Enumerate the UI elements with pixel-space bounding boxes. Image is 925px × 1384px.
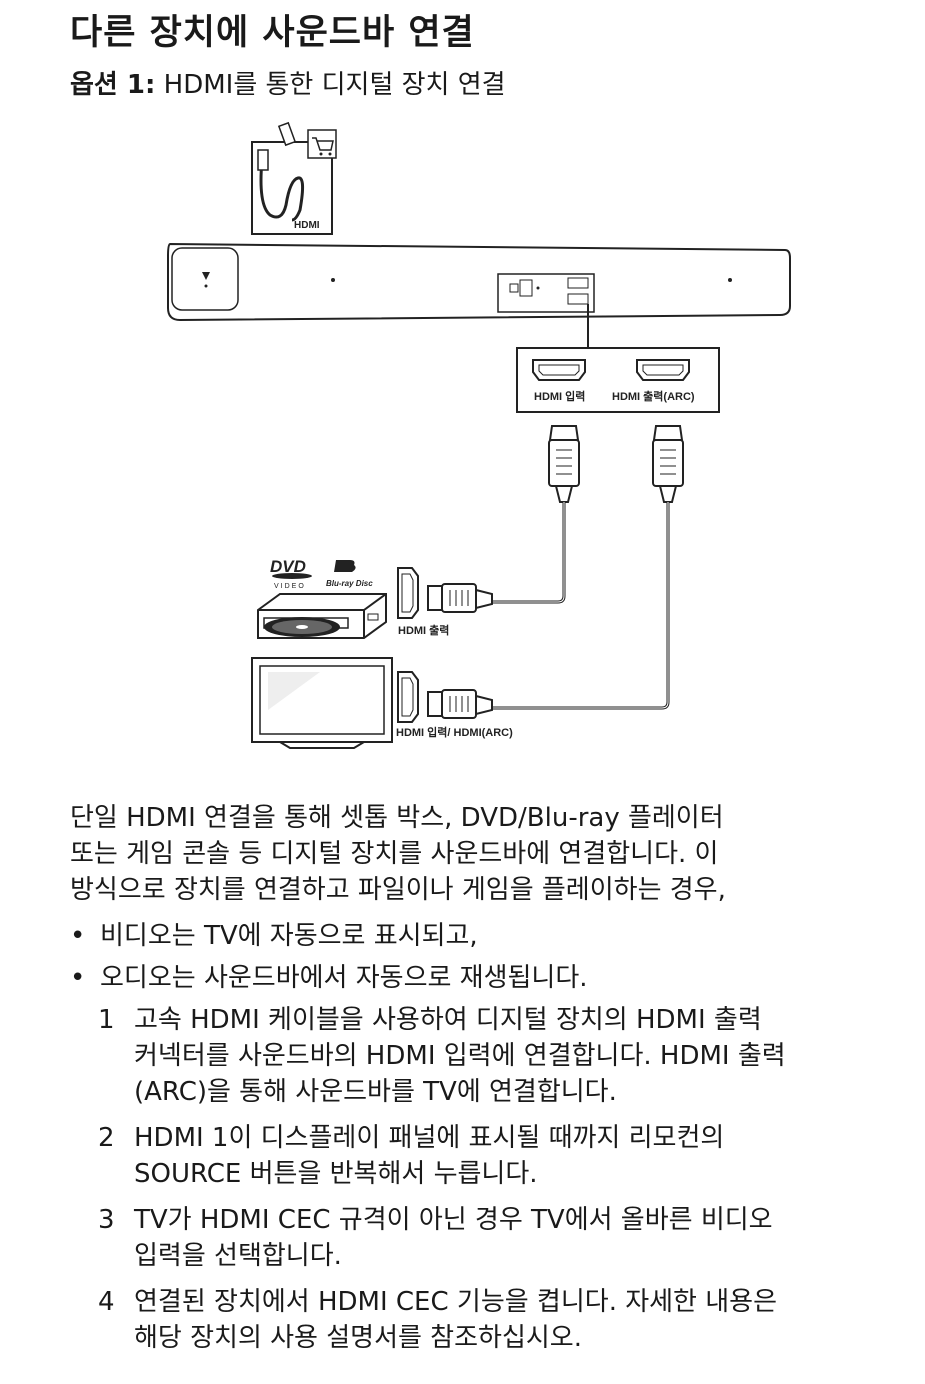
port-callout: HDMI 입력 HDMI 출력(ARC) [516,347,720,413]
tv-port-label: HDMI 입력/ HDMI(ARC) [396,726,513,739]
hdmi-plug-in [548,425,580,503]
intro-line: 방식으로 장치를 연결하고 파일이나 게임을 플레이하는 경우, [70,875,726,905]
hdmi-plug-player [427,583,493,613]
dvd-logo-sub: VIDEO [274,583,306,590]
option-label: 옵션 1: [70,70,156,100]
step-line: TV가 HDMI CEC 규격이 아닌 경우 TV에서 올바른 비디오 [134,1205,773,1235]
option-text: HDMI를 통한 디지털 장치 연결 [155,70,506,100]
shopping-cart-icon [307,129,337,159]
soundbar [167,242,791,322]
step-item: 3 TV가 HDMI CEC 규격이 아닌 경우 TV에서 올바른 비디오 입력… [70,1202,900,1274]
instructions: 단일 HDMI 연결을 통해 셋톱 박스, DVD/Blu-ray 플레이터 또… [70,800,900,1366]
hdmi-plug-out [652,425,684,503]
step-line: 입력을 선택합니다. [134,1241,342,1271]
step-line: 연결된 장치에서 HDMI CEC 기능을 켭니다. 자세한 내용은 [134,1287,778,1317]
step-number: 2 [98,1123,115,1153]
svg-text:DVD: DVD [270,557,306,576]
step-item: 1 고속 HDMI 케이블을 사용하여 디지털 장치의 HDMI 출력 커넥터를… [70,1002,900,1110]
disc-player [257,593,387,639]
bullet-list: •비디오는 TV에 자동으로 표시되고, •오디오는 사운드바에서 자동으로 재… [70,918,900,996]
hdmi-plug-tv [427,689,493,719]
tv-hdmi-port [397,671,419,723]
dvd-logo: DVD VIDEO [270,557,312,590]
port-out-label: HDMI 출력(ARC) [612,389,695,403]
intro-line: 단일 HDMI 연결을 통해 셋톱 박스, DVD/Blu-ray 플레이터 [70,803,724,833]
bullet-item: •비디오는 TV에 자동으로 표시되고, [70,918,900,954]
player-port-label: HDMI 출력 [398,623,449,637]
step-number: 3 [98,1205,115,1235]
svg-text:Blu-ray Disc: Blu-ray Disc [326,579,373,588]
page-title: 다른 장치에 사운드바 연결 [70,13,475,53]
step-line: 커넥터를 사운드바의 HDMI 입력에 연결합니다. HDMI 출력 [134,1041,786,1071]
step-item: 2 HDMI 1이 디스플레이 패널에 표시될 때까지 리모컨의 SOURCE … [70,1120,900,1192]
port-in-label: HDMI 입력 [534,390,585,403]
tv [251,657,393,749]
step-line: 해당 장치의 사용 설명서를 참조하십시오. [134,1323,582,1353]
cable-box-label: HDMI [294,220,320,231]
section-subtitle: 옵션 1: HDMI를 통한 디지털 장치 연결 [70,64,506,101]
step-line: SOURCE 버튼을 반복해서 누릅니다. [134,1159,538,1189]
intro-line: 또는 게임 콘솔 등 디지털 장치를 사운드바에 연결합니다. 이 [70,839,719,869]
step-number: 4 [98,1287,115,1317]
bullet-item: •오디오는 사운드바에서 자동으로 재생됩니다. [70,960,900,996]
step-line: 고속 HDMI 케이블을 사용하여 디지털 장치의 HDMI 출력 [134,1005,762,1035]
bullet-icon: • [70,921,86,951]
step-line: (ARC)을 통해 사운드바를 TV에 연결합니다. [134,1077,617,1107]
steps-list: 1 고속 HDMI 케이블을 사용하여 디지털 장치의 HDMI 출력 커넥터를… [70,1002,900,1356]
intro-paragraph: 단일 HDMI 연결을 통해 셋톱 박스, DVD/Blu-ray 플레이터 또… [70,800,900,908]
step-number: 1 [98,1005,115,1035]
step-line: HDMI 1이 디스플레이 패널에 표시될 때까지 리모컨의 [134,1123,725,1153]
bullet-icon: • [70,963,86,993]
step-item: 4 연결된 장치에서 HDMI CEC 기능을 켭니다. 자세한 내용은 해당 … [70,1284,900,1356]
bluray-logo: Blu-ray Disc [326,560,373,588]
player-hdmi-port [397,567,419,619]
connection-diagram: HDMI HDMI 입력 HDMI 출력(ARC) [167,121,791,749]
